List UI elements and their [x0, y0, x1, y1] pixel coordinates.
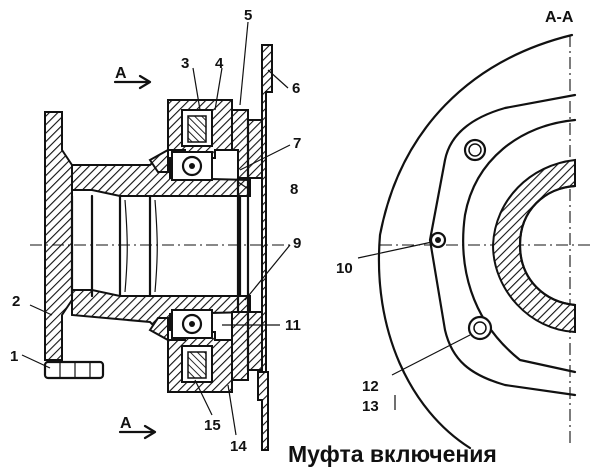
label-part-1: 1 [10, 348, 18, 365]
lug-top [148, 148, 169, 173]
pressure-plate [261, 44, 273, 401]
drawing-caption: Муфта включения [288, 441, 497, 467]
label-part-15: 15 [204, 417, 221, 434]
label-part-12: 12 [362, 378, 379, 395]
section-arrow-label-bottom: А [120, 415, 132, 432]
bolt-center-view [429, 231, 447, 249]
cross-section-view [377, 33, 590, 450]
label-part-8: 8 [290, 181, 298, 198]
label-part-2: 2 [12, 293, 20, 310]
label-part-14: 14 [230, 438, 247, 455]
label-part-7: 7 [293, 135, 301, 152]
label-part-5: 5 [244, 7, 252, 24]
hub-bottom-wall [71, 289, 251, 331]
section-title: А-А [545, 9, 574, 26]
section-marker-bottom [118, 424, 157, 440]
part-labels: 1 2 3 4 5 6 7 8 9 10 11 12 13 14 15 [10, 7, 379, 455]
hub-flange [44, 111, 73, 361]
label-part-4: 4 [215, 55, 224, 72]
plate-lower-tab [257, 371, 269, 451]
inner-bore-arc [518, 184, 577, 307]
section-marker-top [113, 74, 152, 90]
label-part-6: 6 [292, 80, 300, 97]
hatched-ring [491, 158, 576, 334]
leader-lines [21, 21, 471, 436]
label-part-3: 3 [181, 55, 189, 72]
top-bearing [171, 151, 213, 181]
section-arrow-label-top: А [115, 65, 127, 82]
top-sleeve-insert [187, 115, 207, 143]
bore-shading [124, 199, 158, 293]
hub-bore [70, 194, 242, 298]
bottom-bearing [171, 309, 213, 339]
label-part-13: 13 [362, 398, 379, 415]
label-part-10: 10 [336, 260, 353, 277]
lug-bottom [148, 317, 169, 342]
label-part-9: 9 [293, 235, 301, 252]
bolt-top-view [463, 138, 487, 162]
label-part-11: 11 [285, 317, 301, 334]
bolt-bottom-view [467, 315, 493, 341]
outer-disc-arc [377, 33, 574, 450]
bolt-head [43, 360, 105, 380]
bottom-sleeve-insert [187, 351, 207, 379]
longitudinal-section [30, 44, 290, 451]
